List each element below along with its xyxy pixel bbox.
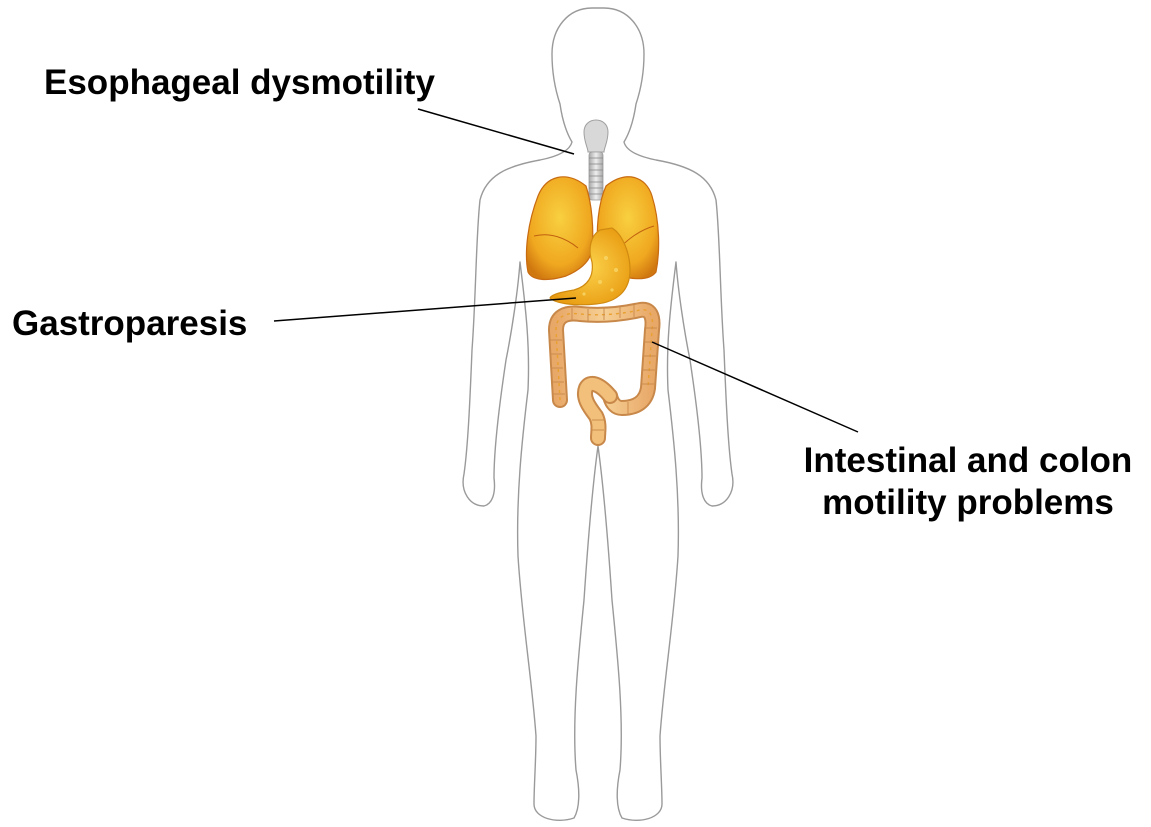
trachea: [584, 120, 608, 200]
leader-line-gastroparesis: [274, 298, 576, 321]
left-lung: [526, 177, 592, 280]
label-esophageal-dysmotility: Esophageal dysmotility: [44, 62, 435, 104]
label-intestinal-line-1: Intestinal and colon: [790, 440, 1146, 482]
label-intestinal-line-2: motility problems: [790, 482, 1146, 524]
label-gastroparesis: Gastroparesis: [12, 303, 247, 345]
label-intestinal-colon-motility: Intestinal and colon motility problems: [790, 440, 1146, 524]
leader-line-intestinal: [652, 342, 858, 432]
leader-line-esophageal: [418, 109, 574, 154]
colon: [550, 305, 657, 438]
